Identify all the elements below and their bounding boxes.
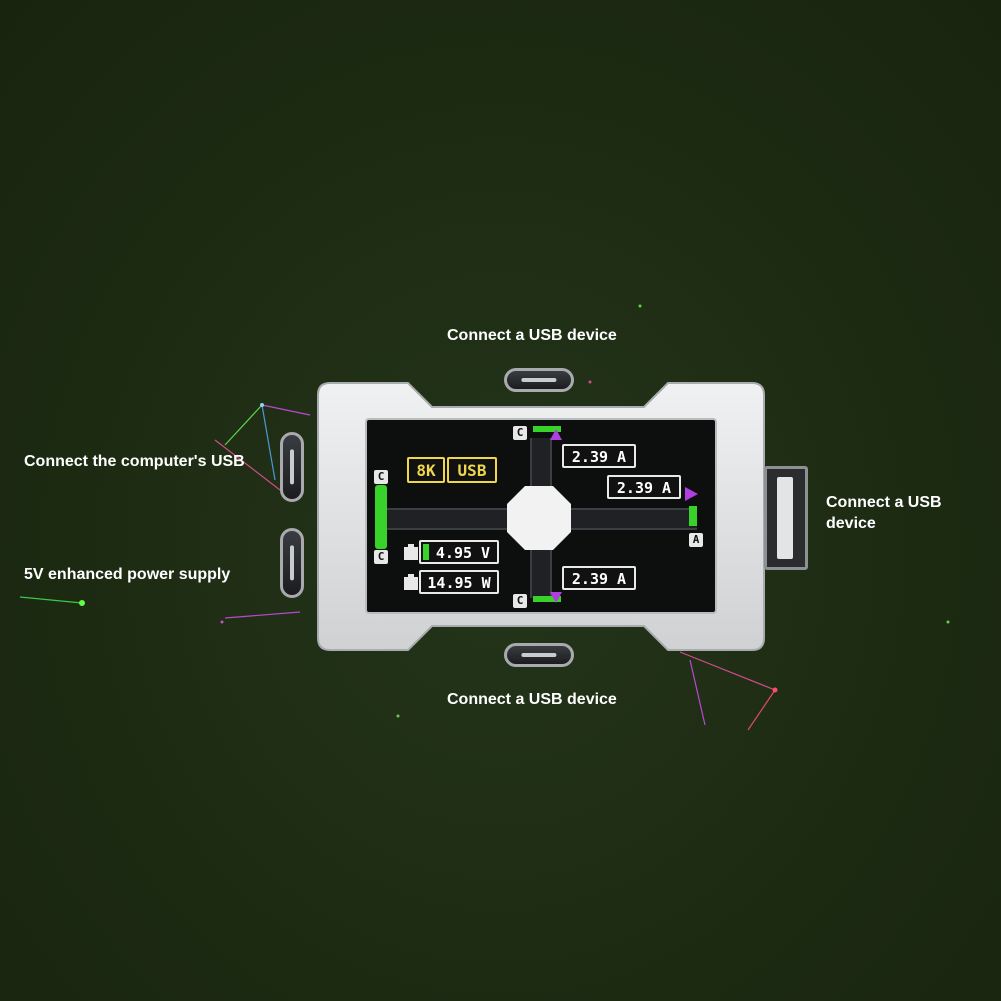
deco-dot — [220, 620, 224, 624]
usb-c-port-top[interactable] — [504, 368, 574, 392]
callout-5v-power: 5V enhanced power supply — [24, 566, 231, 583]
port-label-c-left-lower: C — [374, 550, 388, 564]
callout-right-line-2: device — [826, 515, 876, 532]
badge-8k: 8K — [407, 457, 445, 483]
down-arrow-icon — [550, 592, 562, 603]
lcd-screen: 8K USB C C C C A 2.39 A 2.39 A 2.39 A — [365, 418, 717, 614]
port-label-c-left-upper: C — [374, 470, 388, 484]
deco-line — [689, 659, 706, 726]
callout-right-usb-device: Connect a USB device — [826, 492, 942, 534]
current-bottom-value: 2.39 A — [571, 570, 627, 588]
battery-icon-voltage — [404, 544, 418, 560]
deco-dot — [260, 403, 264, 407]
usb-c-port-bottom[interactable] — [504, 643, 574, 667]
deco-dot — [772, 687, 778, 693]
deco-line — [679, 651, 776, 691]
deco-line — [224, 404, 263, 446]
power-value: 14.95 W — [427, 574, 491, 592]
battery-icon-power — [404, 574, 418, 590]
deco-line — [261, 404, 311, 416]
top-green-indicator — [533, 426, 561, 432]
badge-8k-text: 8K — [416, 461, 436, 480]
badge-usb: USB — [447, 457, 497, 483]
usb-c-port-left-lower[interactable] — [280, 528, 304, 598]
right-green-indicator — [689, 506, 697, 526]
deco-dot — [79, 600, 85, 606]
current-right-value: 2.39 A — [616, 479, 672, 497]
current-readout-top: 2.39 A — [562, 444, 636, 468]
port-label-c-bottom: C — [513, 594, 527, 608]
callout-right-line-1: Connect a USB — [826, 494, 942, 511]
deco-dot — [638, 304, 642, 308]
port-label-a-right: A — [689, 533, 703, 547]
deco-line — [747, 689, 776, 731]
deco-dot — [588, 380, 592, 384]
green-active-indicator — [375, 485, 387, 549]
deco-line — [19, 596, 83, 604]
badge-usb-text: USB — [457, 461, 487, 480]
usb-c-port-left-upper[interactable] — [280, 432, 304, 502]
callout-top-usb-device: Connect a USB device — [447, 327, 617, 344]
voltage-green-marker — [423, 544, 429, 560]
right-arrow-icon — [685, 487, 698, 501]
deco-line — [224, 611, 301, 619]
current-readout-bottom: 2.39 A — [562, 566, 636, 590]
bottom-green-indicator — [533, 596, 561, 602]
usb-a-port-right[interactable] — [764, 466, 808, 570]
power-readout: 14.95 W — [419, 570, 499, 594]
up-arrow-icon — [550, 429, 562, 440]
current-top-value: 2.39 A — [571, 448, 627, 466]
voltage-readout: 4.95 V — [419, 540, 499, 564]
current-readout-right: 2.39 A — [607, 475, 681, 499]
usb-a-tongue — [777, 477, 793, 559]
port-label-c-top: C — [513, 426, 527, 440]
callout-computer-usb: Connect the computer's USB — [24, 453, 245, 470]
voltage-value: 4.95 V — [435, 544, 491, 562]
callout-bottom-usb-device: Connect a USB device — [447, 691, 617, 708]
deco-line — [214, 439, 281, 491]
deco-dot — [946, 620, 950, 624]
deco-dot — [396, 714, 400, 718]
center-hub-icon — [507, 486, 571, 550]
deco-line — [261, 404, 276, 481]
